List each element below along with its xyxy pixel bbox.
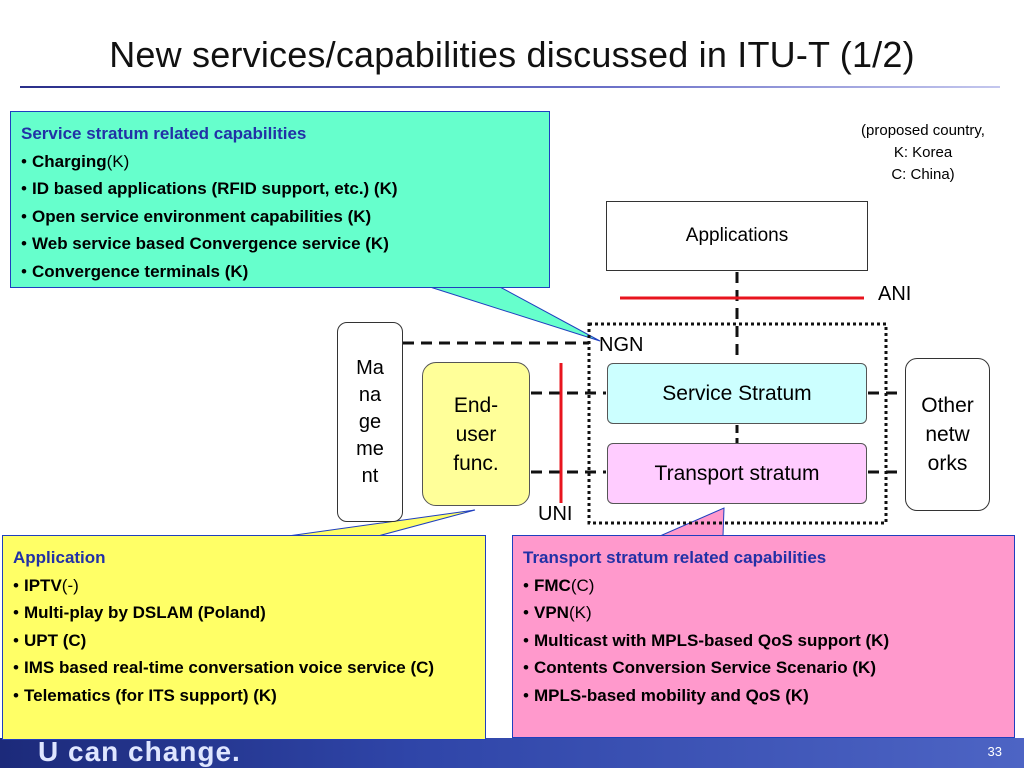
uni-label: UNI (538, 503, 573, 525)
list-item: Telematics (for ITS support) (K) (13, 682, 475, 710)
list-item: IMS based real-time conversation voice s… (13, 654, 475, 682)
list-item: Multi-play by DSLAM (Poland) (13, 599, 475, 627)
end-user-functions-box: End- user func. (422, 362, 530, 506)
list-item: ID based applications (RFID support, etc… (21, 175, 539, 203)
transport-stratum-box: Transport stratum (607, 443, 867, 504)
management-box: Ma na ge me nt (337, 322, 403, 522)
application-list: IPTV(-) Multi-play by DSLAM (Poland) UPT… (13, 572, 475, 710)
footer-bar (0, 738, 1024, 768)
list-item: VPN(K) (523, 599, 1004, 627)
application-callout: Application IPTV(-) Multi-play by DSLAM … (2, 535, 486, 740)
application-callout-heading: Application (13, 548, 106, 567)
other-networks-box: Other netw orks (905, 358, 990, 511)
list-item: Convergence terminals (K) (21, 258, 539, 286)
slide-title: New services/capabilities discussed in I… (109, 34, 915, 75)
list-item: UPT (C) (13, 627, 475, 655)
title-underline (20, 86, 1000, 88)
service-callout-heading: Service stratum related capabilities (21, 124, 307, 143)
list-item: MPLS-based mobility and QoS (K) (523, 682, 1004, 710)
list-item: Multicast with MPLS-based QoS support (K… (523, 627, 1004, 655)
transport-capability-list: FMC(C) VPN(K) Multicast with MPLS-based … (523, 572, 1004, 710)
list-item: FMC(C) (523, 572, 1004, 600)
transport-callout-heading: Transport stratum related capabilities (523, 548, 827, 567)
list-item: Charging(K) (21, 148, 539, 176)
list-item: IPTV(-) (13, 572, 475, 600)
service-capability-list: Charging(K) ID based applications (RFID … (21, 148, 539, 286)
list-item: Web service based Convergence service (K… (21, 230, 539, 258)
list-item: Contents Conversion Service Scenario (K) (523, 654, 1004, 682)
ngn-frame (587, 322, 888, 525)
page-number: 33 (987, 744, 1002, 759)
country-legend-note: (proposed country, K: Korea C: China) (861, 122, 985, 183)
service-stratum-box: Service Stratum (607, 363, 867, 424)
list-item: Open service environment capabilities (K… (21, 203, 539, 231)
applications-box: Applications (606, 201, 868, 271)
footer-slogan: U can change. (38, 736, 241, 767)
ngn-label: NGN (599, 334, 644, 356)
service-capabilities-callout: Service stratum related capabilities Cha… (10, 111, 550, 288)
transport-capabilities-callout: Transport stratum related capabilities F… (512, 535, 1015, 738)
ani-label: ANI (878, 283, 912, 305)
service-callout-pointer (429, 286, 601, 342)
